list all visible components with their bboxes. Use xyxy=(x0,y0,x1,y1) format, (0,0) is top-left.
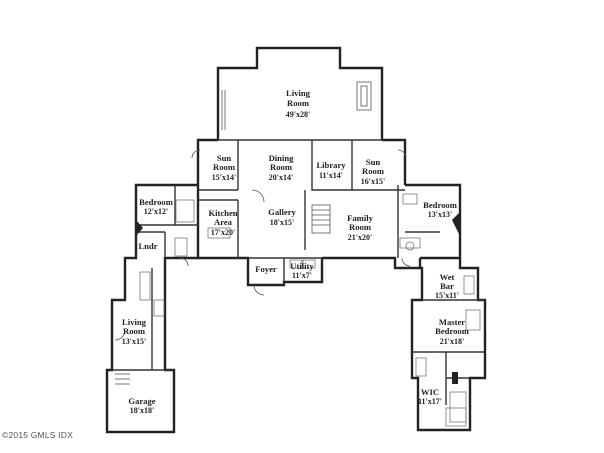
fixtures xyxy=(114,81,481,427)
room-living-dims: 49'x28' xyxy=(286,110,310,119)
room-family-name-1: Family xyxy=(347,213,373,223)
copyright-text: ©2015 GMLS IDX xyxy=(2,430,73,440)
room-master-dims: 21'x18' xyxy=(440,337,464,346)
room-living-lower-dims: 13'x15' xyxy=(122,337,146,346)
room-sun-right-name-1: Sun xyxy=(366,157,381,167)
room-garage-name: Garage xyxy=(128,396,155,406)
room-foyer-name: Foyer xyxy=(255,264,277,274)
room-bedroom-right-dims: 13'x13' xyxy=(428,210,452,219)
room-bedroom-right-name: Bedroom xyxy=(423,200,458,210)
room-dining-name-2: Room xyxy=(270,162,293,172)
room-bedroom-left-name: Bedroom xyxy=(139,197,174,207)
room-utility: Utility 11'x7' xyxy=(290,261,314,280)
room-kitchen-name-1: Kitchen xyxy=(208,208,237,218)
room-utility-dims: 11'x7' xyxy=(292,271,312,280)
room-living-lower-name-2: Room xyxy=(123,326,146,336)
room-sun-right: Sun Room 16'x15' xyxy=(361,157,385,186)
room-wic: WIC 11'x17' xyxy=(418,387,442,406)
room-master-bedroom: Master Bedroom 21'x18' xyxy=(435,317,470,346)
room-sun-left-name-1: Sun xyxy=(217,153,232,163)
room-wet-bar: Wet Bar 15'x11' xyxy=(435,272,459,300)
room-library-dims: 11'x14' xyxy=(319,171,343,180)
room-foyer: Foyer xyxy=(255,264,277,274)
room-living-name-2: Room xyxy=(287,98,310,108)
room-garage: Garage 18'x18' xyxy=(128,396,155,415)
room-bedroom-left-dims: 12'x12' xyxy=(144,207,168,216)
room-kitchen-name-2: Area xyxy=(214,217,233,227)
room-library: Library 11'x14' xyxy=(316,160,346,180)
room-wet-bar-dims: 15'x11' xyxy=(435,291,459,300)
room-living-name-1: Living xyxy=(286,88,311,98)
room-living-lower-name-1: Living xyxy=(122,317,147,327)
room-wic-dims: 11'x17' xyxy=(418,397,442,406)
room-master-name-2: Bedroom xyxy=(435,326,470,336)
room-utility-name: Utility xyxy=(290,261,314,271)
room-wet-bar-name-1: Wet xyxy=(440,272,455,282)
room-sun-left-dims: 15'x14' xyxy=(212,173,236,182)
room-sun-right-name-2: Room xyxy=(362,166,385,176)
room-sun-left: Sun Room 15'x14' xyxy=(212,153,236,182)
room-dining: Dining Room 20'x14' xyxy=(269,153,295,182)
room-wet-bar-name-2: Bar xyxy=(440,281,454,291)
room-gallery: Gallery 18'x15' xyxy=(268,207,296,227)
room-laundry-name: Lndr xyxy=(138,241,157,251)
room-gallery-name: Gallery xyxy=(268,207,296,217)
room-master-name-1: Master xyxy=(439,317,465,327)
room-laundry: Lndr xyxy=(138,241,157,251)
room-bedroom-right: Bedroom 13'x13' xyxy=(423,200,458,219)
exterior-walls xyxy=(105,46,487,434)
room-living-lower: Living Room 13'x15' xyxy=(122,317,147,346)
room-kitchen-dims: 17'x20' xyxy=(211,228,235,237)
room-dining-dims: 20'x14' xyxy=(269,173,293,182)
interior-walls xyxy=(112,139,485,405)
room-family: Family Room 21'x20' xyxy=(347,213,373,242)
room-sun-left-name-2: Room xyxy=(213,162,236,172)
room-kitchen: Kitchen Area 17'x20' xyxy=(208,208,237,237)
room-family-name-2: Room xyxy=(349,222,372,232)
room-sun-right-dims: 16'x15' xyxy=(361,177,385,186)
room-living: Living Room 49'x28' xyxy=(286,88,311,119)
room-gallery-dims: 18'x15' xyxy=(270,218,294,227)
room-library-name: Library xyxy=(316,160,346,170)
room-dining-name-1: Dining xyxy=(269,153,295,163)
room-bedroom-left: Bedroom 12'x12' xyxy=(139,197,174,216)
room-wic-name: WIC xyxy=(421,387,439,397)
room-family-dims: 21'x20' xyxy=(348,233,372,242)
room-garage-dims: 18'x18' xyxy=(130,406,154,415)
